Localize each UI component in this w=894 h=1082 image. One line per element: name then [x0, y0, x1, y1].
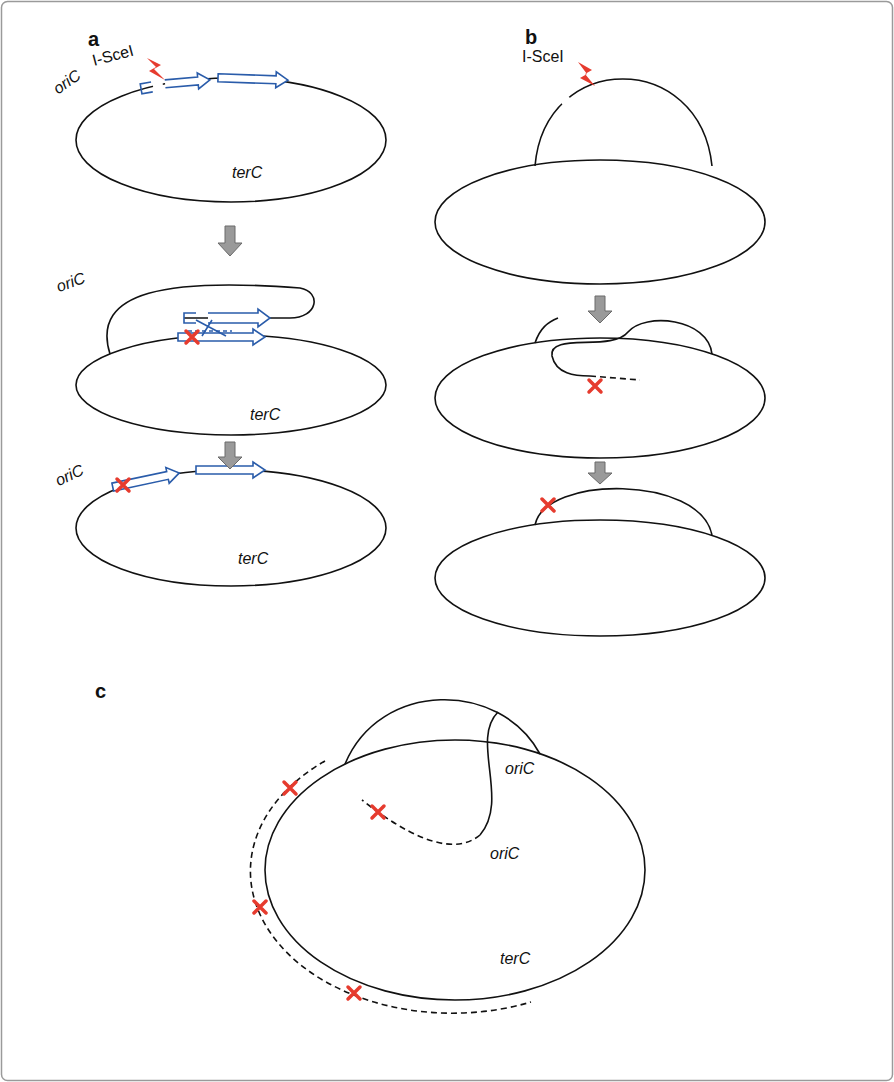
chromosome [76, 78, 386, 202]
mutation-mark [348, 987, 360, 999]
invading-strand [552, 321, 712, 376]
broken-strand-loop [107, 285, 314, 354]
cut-symbol [578, 62, 595, 86]
gene-arrow-fragment [164, 72, 210, 92]
step-arrow [218, 442, 242, 469]
locus-label: oriC [505, 760, 534, 778]
locus-label: oriC [54, 269, 88, 296]
new-synthesis [250, 761, 531, 1013]
new-synthesis [188, 330, 232, 332]
step-arrow [588, 462, 612, 484]
new-synthesis [590, 376, 640, 380]
gene-arrow [178, 329, 265, 345]
mutation-mark [372, 806, 384, 818]
chromosome [435, 160, 765, 284]
strand-exchange [196, 320, 226, 336]
mutation-mark [542, 499, 554, 511]
locus-label: terC [238, 550, 268, 568]
chromosome [76, 470, 386, 586]
locus-label: terC [250, 406, 280, 424]
mutation-mark [186, 331, 198, 343]
panel-letter: c [95, 680, 106, 702]
locus-label: terC [500, 950, 530, 968]
mutation-mark [284, 782, 296, 794]
gene-arrow [111, 465, 181, 495]
chromosome [265, 740, 645, 1000]
chromosome [435, 338, 765, 458]
panel-letter: b [525, 26, 537, 48]
locus-label: terC [232, 164, 262, 182]
gene-arrow-fragment [208, 309, 270, 327]
gene-arrow-fragment [184, 313, 196, 323]
break-gap [561, 96, 571, 106]
cut-symbol [147, 58, 165, 80]
replication-bubble [535, 489, 712, 535]
locus-label: oriC [50, 66, 84, 97]
new-synthesis [362, 800, 480, 844]
break-gap [152, 77, 164, 94]
gene-arrow [218, 70, 289, 88]
chromosome [435, 520, 765, 636]
panel-letter: a [88, 28, 99, 50]
locus-label: oriC [53, 461, 87, 489]
locus-label: oriC [490, 845, 519, 863]
step-arrow [218, 226, 242, 256]
mutation-mark [589, 380, 601, 392]
replication-bubble [535, 79, 712, 166]
enzyme-label: I-SceI [522, 48, 564, 66]
invading-strand [480, 712, 498, 835]
broken-arm [535, 318, 558, 343]
mutation-mark [117, 479, 129, 491]
mutation-mark [254, 901, 266, 913]
replication-bubble [345, 700, 540, 764]
gene-arrow-fragment [140, 82, 153, 94]
chromosome [76, 335, 386, 435]
step-arrow [588, 296, 612, 323]
